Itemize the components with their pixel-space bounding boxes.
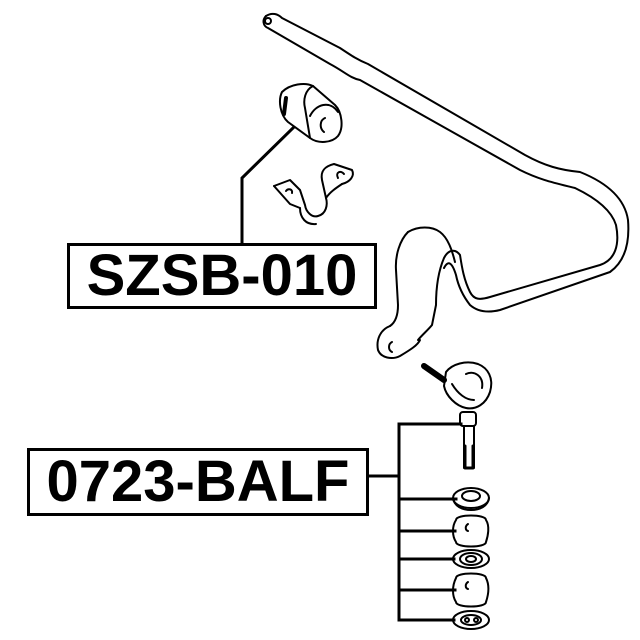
part-number-label-balf: 0723-BALF (27, 448, 369, 516)
part-number-label-szsb: SZSB-010 (67, 243, 377, 309)
upper-rubber-bushing (452, 514, 490, 548)
leader-line-szsb (240, 125, 296, 245)
lower-rubber-bushing (452, 572, 490, 608)
leader-bracket-balf (367, 422, 463, 622)
ball-joint-link (421, 361, 493, 470)
lower-cup-washer (452, 610, 490, 630)
stabilizer-bar (262, 12, 630, 359)
upper-cup-washer (452, 487, 490, 511)
center-washer (452, 549, 490, 569)
bushing-bracket (273, 163, 354, 226)
stabilizer-bushing (279, 83, 343, 143)
